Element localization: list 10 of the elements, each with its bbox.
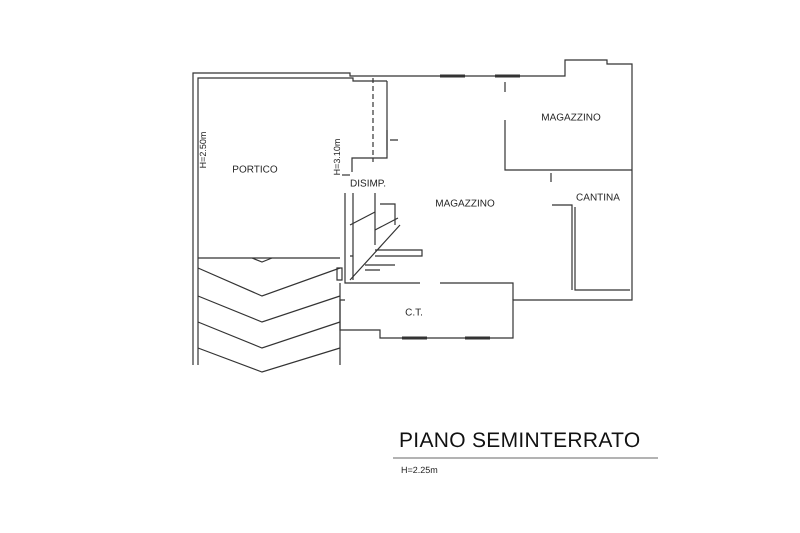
room-label: PORTICO <box>232 164 278 176</box>
room-label: MAGAZZINO <box>435 198 495 210</box>
room-label: DISIMP. <box>350 178 386 190</box>
plan-title: PIANO SEMINTERRATO <box>399 429 640 453</box>
height-note: H=2.50m <box>198 132 208 168</box>
room-label: C.T. <box>405 308 423 318</box>
height-note: H=3.10m <box>332 138 342 176</box>
room-label: CANTINA <box>576 192 620 204</box>
room-label: MAGAZZINO <box>541 112 601 124</box>
height-note: H=2.25m <box>401 465 438 475</box>
